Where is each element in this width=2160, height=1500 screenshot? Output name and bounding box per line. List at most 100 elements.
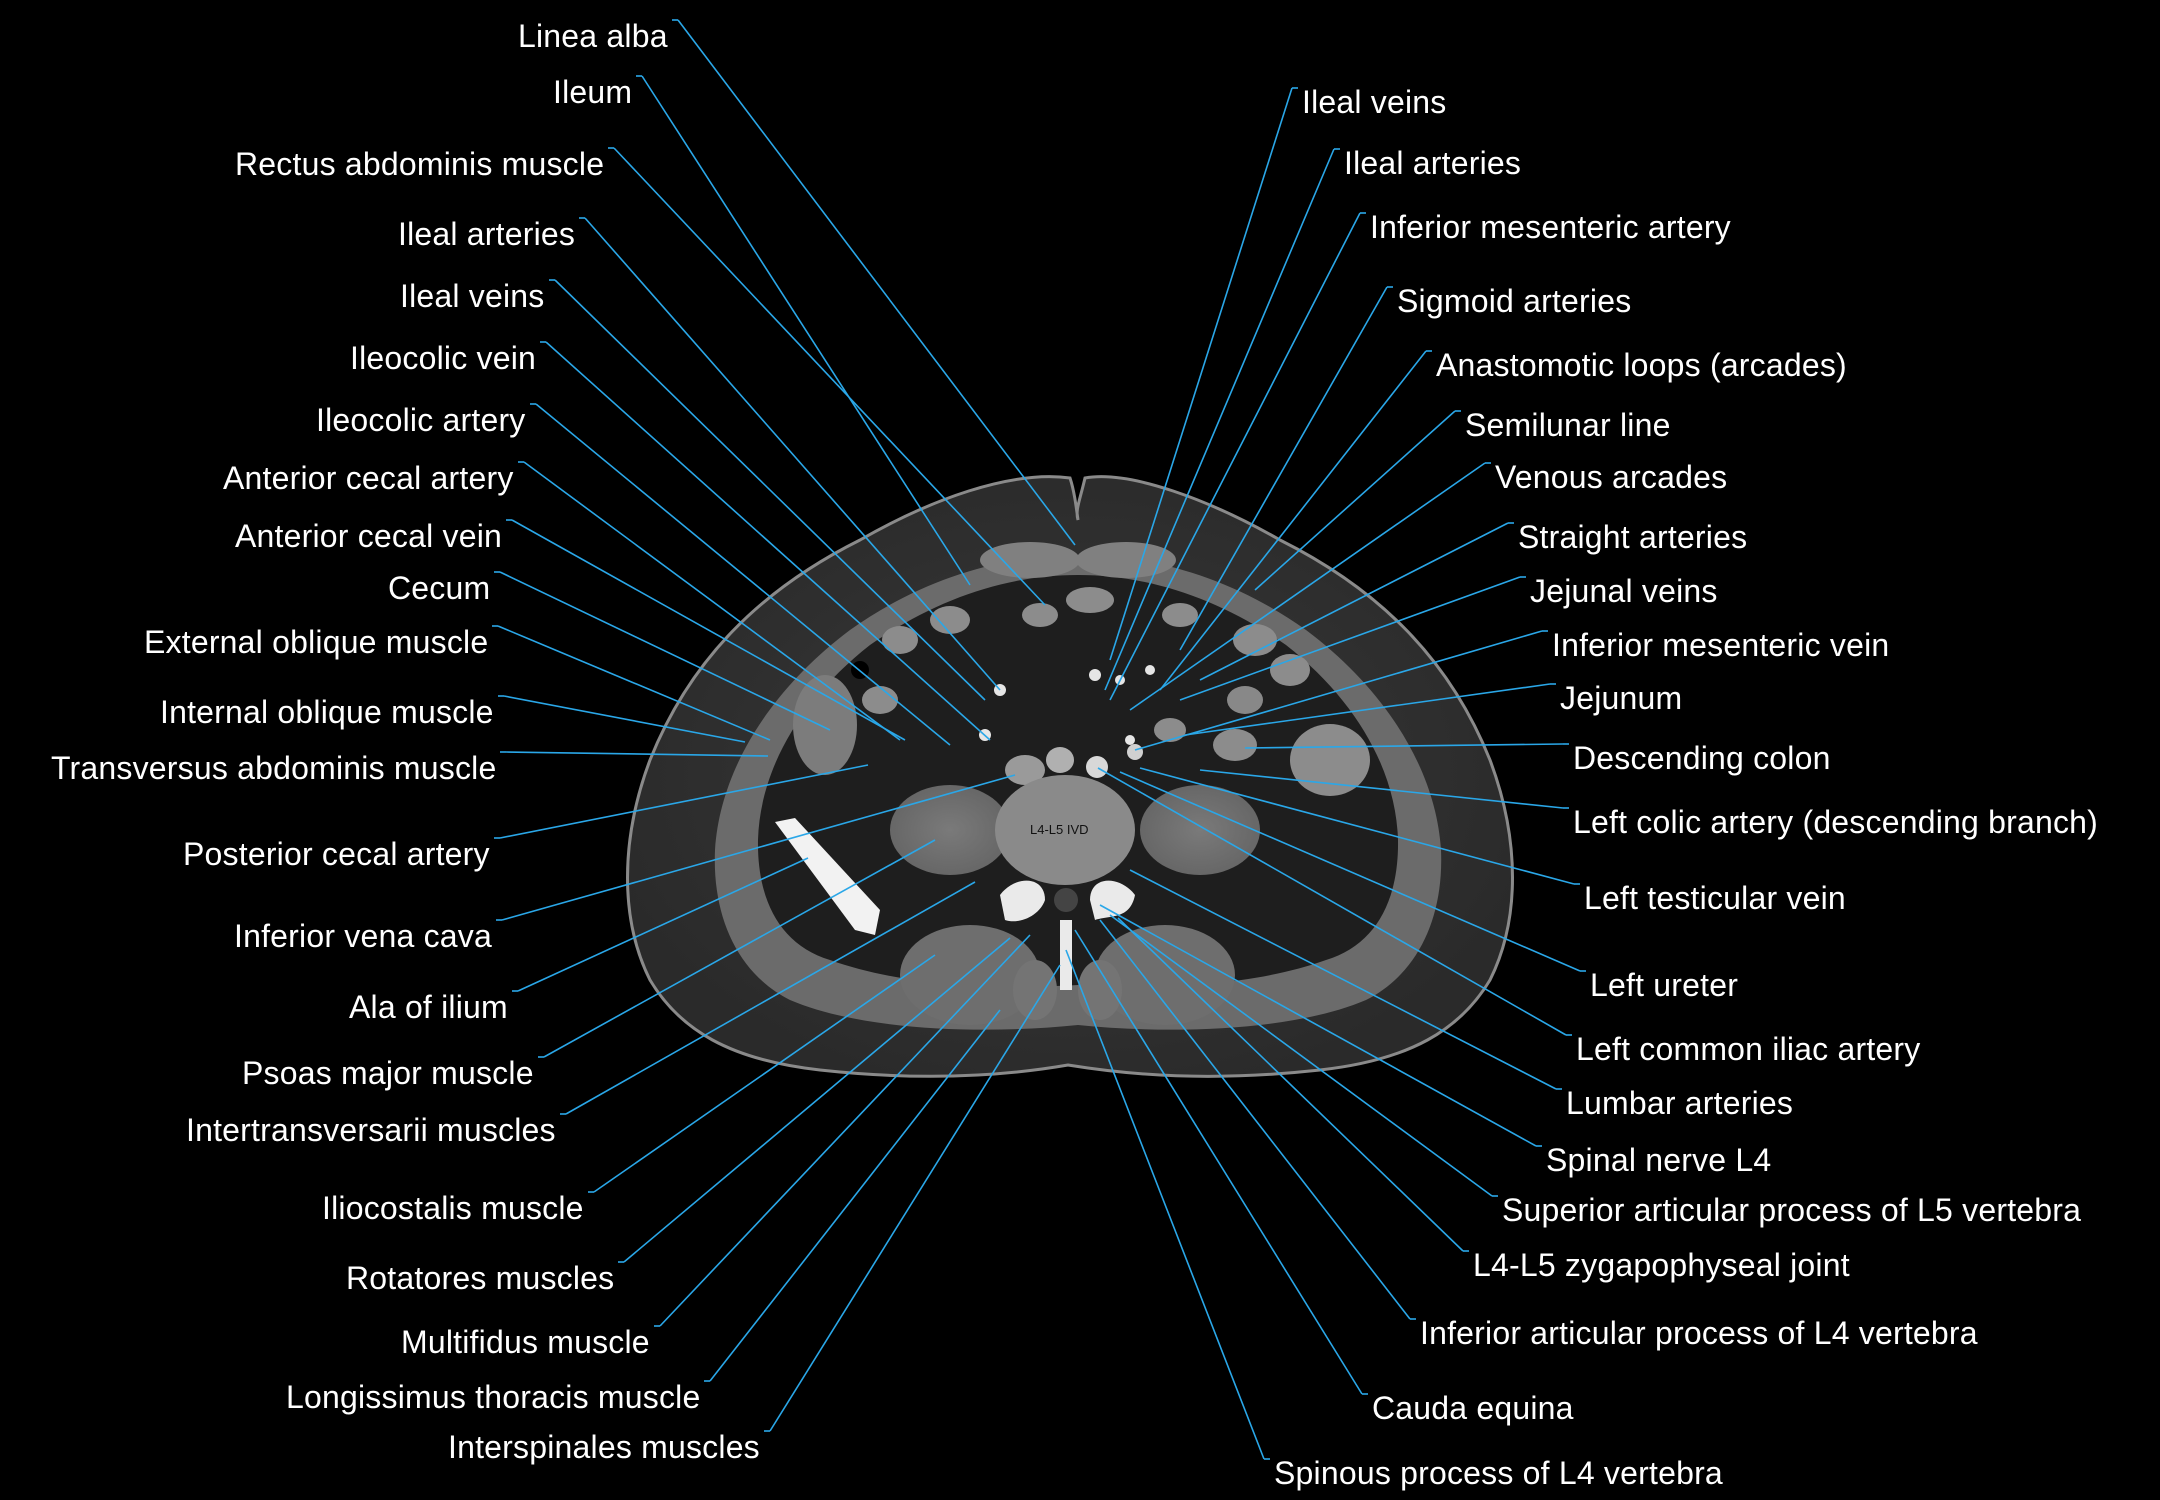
label-left-rectus-abdominis-muscle-leader <box>613 147 1046 606</box>
label-right-jejunum-leader <box>1184 683 1551 736</box>
label-right-superior-articular-process-of-l5-vertebra-leader <box>1109 914 1493 1197</box>
label-right-left-colic-artery-descending-branch-leader <box>1199 769 1564 809</box>
label-right-semilunar-line-leader <box>1254 410 1456 591</box>
label-right-descending-colon: Descending colon <box>1573 740 1831 776</box>
label-left-ileum-leader <box>641 75 971 586</box>
label-right-inferior-mesenteric-artery: Inferior mesenteric artery <box>1370 209 1731 245</box>
label-left-ileal-arteries: Ileal arteries <box>398 216 576 252</box>
label-right-straight-arteries-leader <box>1199 522 1509 681</box>
label-right-spinal-nerve-l4-leader <box>1099 904 1537 1147</box>
label-right-anastomotic-loops-arcades-leader <box>1159 350 1427 691</box>
label-left-ala-of-ilium-leader <box>517 857 809 992</box>
label-right-jejunal-veins: Jejunal veins <box>1530 573 1718 609</box>
leader-lines <box>492 19 1586 1460</box>
l4-l5-ivd-shape <box>995 775 1135 885</box>
label-right-venous-arcades-leader <box>1129 462 1486 711</box>
label-left-inferior-vena-cava-leader <box>501 774 1016 921</box>
label-left-psoas-major-muscle-leader <box>543 839 936 1058</box>
label-left-rotatores-muscles-leader <box>623 937 1011 1263</box>
label-left-linea-alba: Linea alba <box>518 18 668 54</box>
label-right-left-ureter-leader <box>1119 771 1581 972</box>
label-right-cauda-equina: Cauda equina <box>1372 1390 1574 1426</box>
label-left-anterior-cecal-vein-leader <box>511 519 906 741</box>
label-left-multifidus-muscle-leader <box>659 934 1031 1327</box>
label-right-jejunum: Jejunum <box>1560 680 1683 716</box>
label-left-cecum: Cecum <box>388 570 491 606</box>
label-left-transversus-abdominis-muscle: Transversus abdominis muscle <box>51 750 497 786</box>
label-right-inferior-mesenteric-vein-leader <box>1134 630 1543 751</box>
label-right-jejunal-veins-leader <box>1179 576 1521 701</box>
label-right-lumbar-arteries-leader <box>1129 869 1557 1090</box>
cecum-shape <box>793 675 857 775</box>
label-right-venous-arcades: Venous arcades <box>1495 459 1728 495</box>
label-right-spinal-nerve-l4: Spinal nerve L4 <box>1546 1142 1772 1178</box>
label-left-linea-alba-leader <box>677 19 1076 546</box>
label-right-sigmoid-arteries-leader <box>1179 286 1388 651</box>
label-right-semilunar-line: Semilunar line <box>1465 407 1671 443</box>
label-left-inferior-vena-cava: Inferior vena cava <box>234 918 492 954</box>
label-left-ileocolic-vein: Ileocolic vein <box>350 340 537 376</box>
label-right-l4-l5-zygapophyseal-joint-leader <box>1117 917 1464 1252</box>
label-left-intertransversarii-muscles: Intertransversarii muscles <box>186 1112 556 1148</box>
label-right-left-colic-artery-descending-branch: Left colic artery (descending branch) <box>1573 804 2098 840</box>
label-left-posterior-cecal-artery: Posterior cecal artery <box>183 836 490 872</box>
label-left-iliocostalis-muscle: Iliocostalis muscle <box>322 1190 584 1226</box>
label-right-descending-colon-leader <box>1244 743 1564 749</box>
psoas-right-shape <box>1140 785 1260 875</box>
label-left-ileal-arteries-leader <box>584 217 1001 691</box>
back-muscles-right <box>1095 925 1235 1025</box>
label-right-inferior-mesenteric-artery-leader <box>1109 212 1361 701</box>
label-right-straight-arteries: Straight arteries <box>1518 519 1748 555</box>
label-right-left-common-iliac-artery-leader <box>1097 767 1567 1036</box>
label-right-left-testicular-vein: Left testicular vein <box>1584 880 1846 916</box>
label-left-ileocolic-vein-leader <box>545 341 991 741</box>
label-left-ileum: Ileum <box>553 74 633 110</box>
label-left-posterior-cecal-artery-leader <box>499 764 869 839</box>
label-left-external-oblique-muscle-leader <box>497 625 771 741</box>
label-right-ileal-veins-leader <box>1109 87 1293 661</box>
label-left-ileocolic-artery-leader <box>535 403 951 746</box>
label-left-ileocolic-artery: Ileocolic artery <box>316 402 526 438</box>
label-right-left-ureter: Left ureter <box>1590 967 1739 1003</box>
label-left-iliocostalis-muscle-leader <box>593 954 936 1193</box>
ivc-shape <box>1005 755 1045 785</box>
label-left-rotatores-muscles: Rotatores muscles <box>346 1260 615 1296</box>
label-left-ala-of-ilium: Ala of ilium <box>349 989 508 1025</box>
label-left-ileal-veins: Ileal veins <box>400 278 545 314</box>
label-right-left-common-iliac-artery: Left common iliac artery <box>1576 1031 1921 1067</box>
label-left-anterior-cecal-artery-leader <box>523 461 901 741</box>
psoas-left-shape <box>890 785 1010 875</box>
ivd-level-label: L4-L5 IVD <box>1030 822 1089 837</box>
label-left-internal-oblique-muscle: Internal oblique muscle <box>160 694 494 730</box>
label-left-psoas-major-muscle: Psoas major muscle <box>242 1055 534 1091</box>
label-right-spinous-process-of-l4-vertebra: Spinous process of L4 vertebra <box>1274 1455 1723 1491</box>
label-right-sigmoid-arteries: Sigmoid arteries <box>1397 283 1632 319</box>
label-left-anterior-cecal-artery: Anterior cecal artery <box>223 460 514 496</box>
label-left-rectus-abdominis-muscle: Rectus abdominis muscle <box>235 146 605 182</box>
label-right-superior-articular-process-of-l5-vertebra: Superior articular process of L5 vertebr… <box>1502 1192 2082 1228</box>
label-right-ileal-arteries: Ileal arteries <box>1344 145 1522 181</box>
label-left-internal-oblique-muscle-leader <box>503 695 746 743</box>
label-right-cauda-equina-leader <box>1074 929 1363 1395</box>
label-right-inferior-articular-process-of-l4-vertebra-leader <box>1099 919 1411 1320</box>
label-right-inferior-articular-process-of-l4-vertebra: Inferior articular process of L4 vertebr… <box>1420 1315 1978 1351</box>
label-right-ileal-veins: Ileal veins <box>1302 84 1447 120</box>
label-left-interspinales-muscles-leader <box>769 964 1061 1432</box>
iliac-ala-shape <box>775 818 880 935</box>
label-left-cecum-leader <box>499 571 831 731</box>
descending-colon-shape <box>1290 724 1370 796</box>
label-left-longissimus-thoracis-muscle: Longissimus thoracis muscle <box>286 1379 701 1415</box>
label-left-interspinales-muscles: Interspinales muscles <box>448 1429 760 1465</box>
label-right-left-testicular-vein-leader <box>1139 767 1575 885</box>
label-right-lumbar-arteries: Lumbar arteries <box>1566 1085 1794 1121</box>
label-left-transversus-abdominis-muscle-leader <box>505 751 769 757</box>
label-left-external-oblique-muscle: External oblique muscle <box>144 624 489 660</box>
label-right-inferior-mesenteric-vein: Inferior mesenteric vein <box>1552 627 1890 663</box>
label-left-ileal-veins-leader <box>554 279 986 701</box>
label-right-l4-l5-zygapophyseal-joint: L4-L5 zygapophyseal joint <box>1473 1247 1850 1283</box>
label-left-intertransversarii-muscles-leader <box>565 881 976 1115</box>
label-left-multifidus-muscle: Multifidus muscle <box>401 1324 650 1360</box>
label-right-anastomotic-loops-arcades: Anastomotic loops (arcades) <box>1436 347 1847 383</box>
